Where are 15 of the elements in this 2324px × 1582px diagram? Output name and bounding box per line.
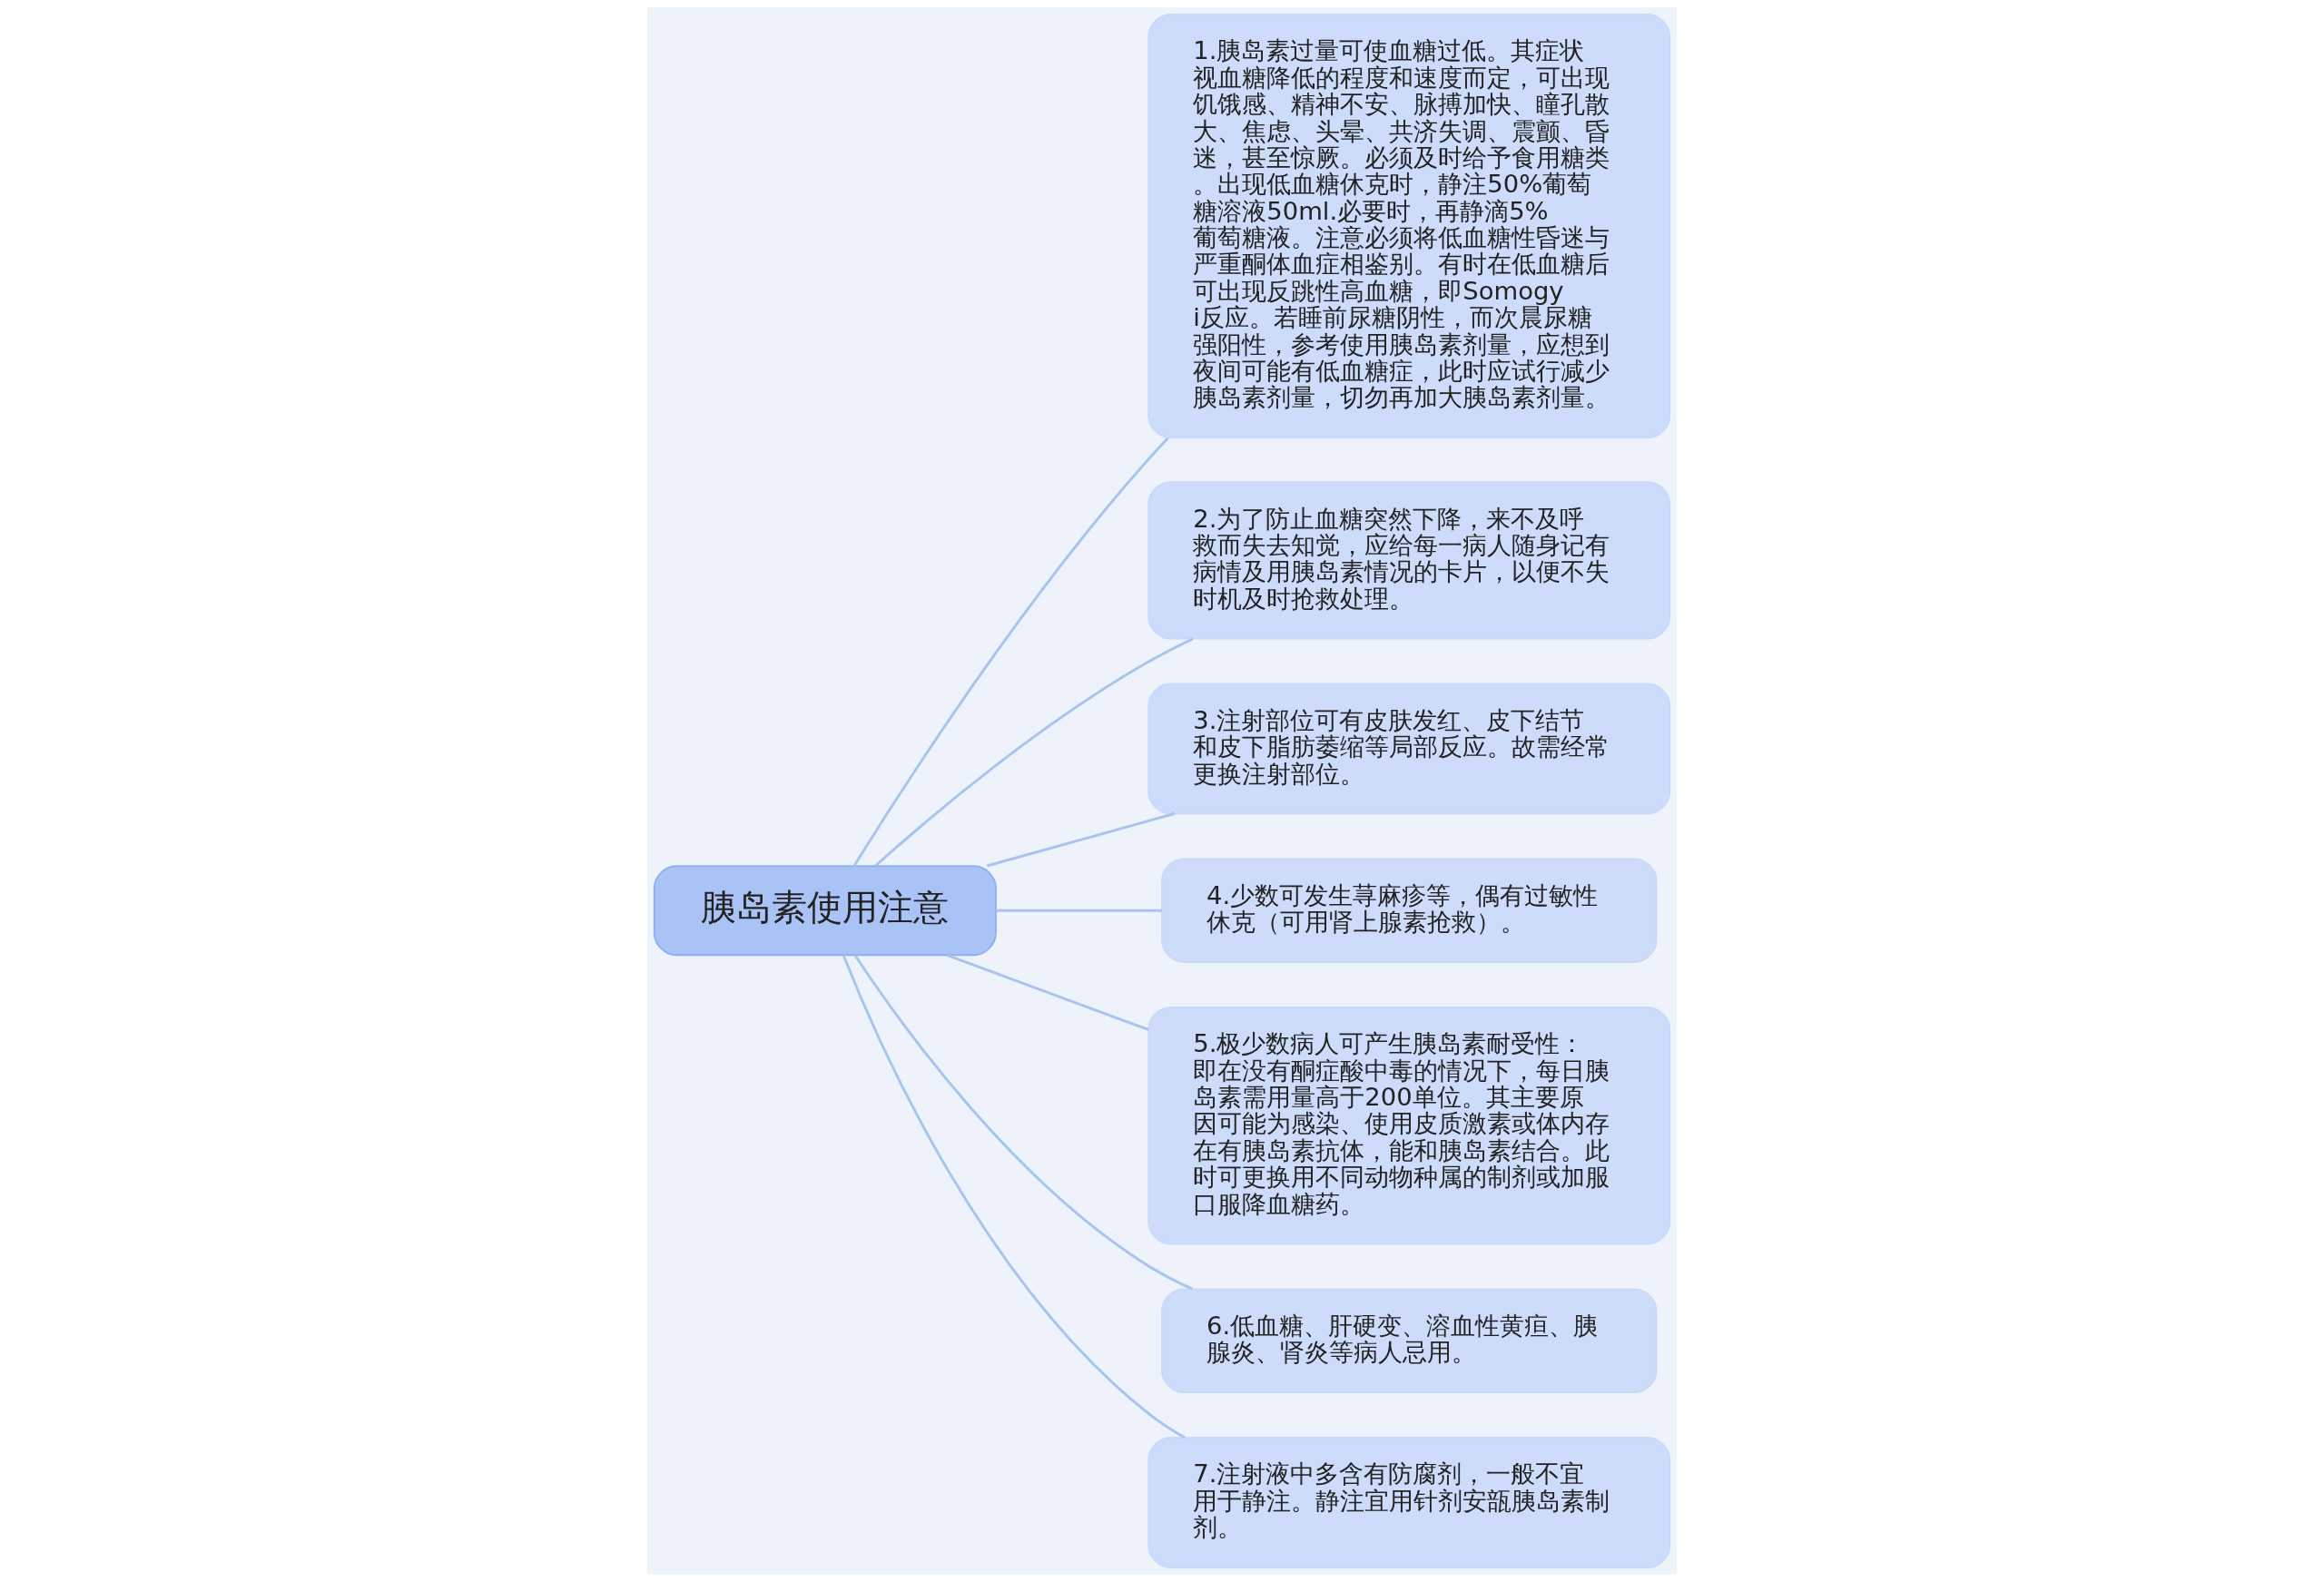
connector xyxy=(874,637,1194,867)
node-box: 6.低血糖、肝硬变、溶血性黄疸、胰腺炎、肾炎等病人忌用。 xyxy=(1161,1288,1658,1393)
connector xyxy=(986,812,1176,868)
connector xyxy=(852,437,1169,867)
connector xyxy=(853,954,1193,1291)
connector xyxy=(842,954,1186,1440)
connector xyxy=(946,953,1149,1031)
node-box: 7.注射液中多含有防腐剂，一般不宜用于静注。静注宜用针剂安瓿胰岛素制剂。 xyxy=(1147,1436,1671,1568)
node-box: 4.少数可发生荨麻疹等，偶有过敏性休克（可用肾上腺素抢救）。 xyxy=(1161,858,1658,963)
node-box: 2.为了防止血糖突然下降，来不及呼救而失去知觉，应给每一病人随身记有病情及用胰岛素情况的卡片，以便不失时机及时抢救处理。 xyxy=(1147,481,1671,640)
node-box: 胰岛素使用注意 xyxy=(653,865,997,957)
node-box: 5.极少数病人可产生胰岛素耐受性：即在没有酮症酸中毒的情况下，每日胰岛素需用量高于200单位。其主要原因可能为感染、使用皮质激素或体内存在有胰岛素抗体，能和胰岛素结合。此时可更换用不同动物种属的制剂或加服口服降血糖药。 xyxy=(1147,1006,1671,1245)
node-box: 3.注射部位可有皮肤发红、皮下结节和皮下脂肪萎缩等局部反应。故需经常更换注射部位。 xyxy=(1147,683,1671,815)
connector xyxy=(996,909,1162,912)
node-box: 1.胰岛素过量可使血糖过低。其症状视血糖降低的程度和速度而定，可出现饥饿感、精神不安、脉搏加快、瞳孔散大、焦虑、头晕、共济失调、震颤、昏迷，甚至惊厥。必须及时给予食用糖类。出现低血糖休克时，静注50%葡萄糖溶液50ml.必要时，再静滴5%葡萄糖液。注意必须将低血糖性昏迷与严重酮体血症相鉴别。有时在低血糖后可出现反跳性高血糖，即Somogyi反应。若睡前尿糖阴性，而次晨尿糖强阳性，参考使用胰岛素剂量，应想到夜间可能有低血糖症，此时应试行减少胰岛素剂量，切勿再加大胰岛素剂量。 xyxy=(1147,14,1671,439)
